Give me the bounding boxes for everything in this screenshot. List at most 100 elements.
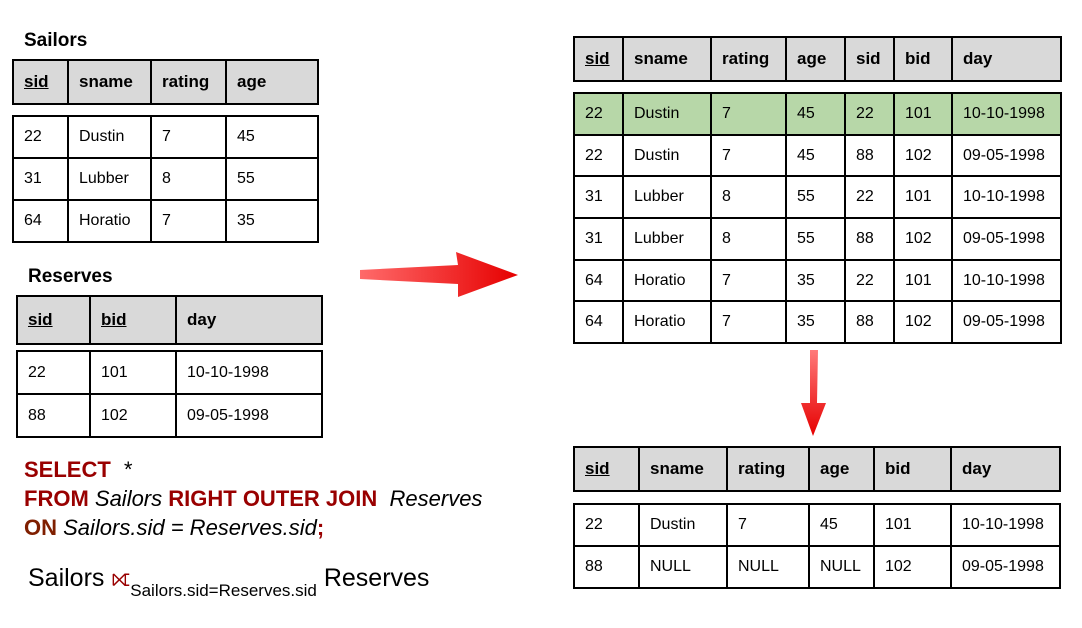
header-cell: bid <box>89 295 177 345</box>
sql-on-keyword: ON <box>24 515 57 540</box>
sql-line-on: ON Sailors.sid = Reserves.sid; <box>24 513 482 542</box>
sql-condition: Sailors.sid = Reserves.sid <box>63 515 317 540</box>
table-row: 22 Dustin 7 45 101 10-10-1998 <box>573 503 1061 547</box>
table-cell: NULL <box>726 545 810 589</box>
table-cell: 55 <box>785 175 846 219</box>
table-cell: 45 <box>785 134 846 177</box>
table-cell: 88 <box>844 300 895 344</box>
header-cell: sid <box>16 295 91 345</box>
table-cell: 55 <box>225 157 319 201</box>
table-row: 64 Horatio 7 35 88 102 09-05-1998 <box>573 300 1062 344</box>
header-cell: age <box>225 59 319 105</box>
result-table: 22 Dustin 7 45 101 10-10-1998 88 NULL NU… <box>573 503 1061 589</box>
sailors-title: Sailors <box>24 30 88 51</box>
table-cell: Dustin <box>67 115 152 159</box>
table-cell: 45 <box>808 503 875 547</box>
table-cell: 35 <box>785 300 846 344</box>
sql-from-keyword: FROM <box>24 486 89 511</box>
header-cell: day <box>175 295 323 345</box>
header-cell: sid <box>573 446 640 492</box>
header-cell: rating <box>710 36 787 82</box>
table-cell: 101 <box>89 350 177 395</box>
table-row: 22 Dustin 7 45 88 102 09-05-1998 <box>573 134 1062 177</box>
table-cell: 7 <box>710 259 787 302</box>
table-cell: NULL <box>638 545 728 589</box>
table-cell: Dustin <box>622 134 712 177</box>
table-cell: 55 <box>785 217 846 261</box>
table-cell: 102 <box>89 393 177 438</box>
header-cell: bid <box>873 446 952 492</box>
table-cell: 102 <box>893 134 953 177</box>
sailors-table: 22 Dustin 7 45 31 Lubber 8 55 64 Horatio… <box>12 115 319 243</box>
table-row-highlighted: 22 Dustin 7 45 22 101 10-10-1998 <box>573 92 1062 136</box>
table-cell: 102 <box>893 300 953 344</box>
table-cell: Lubber <box>67 157 152 201</box>
table-cell: 64 <box>573 259 624 302</box>
table-cell: 7 <box>710 134 787 177</box>
header-cell: sid <box>573 36 624 82</box>
table-row: 88 102 09-05-1998 <box>16 393 323 438</box>
expr-join-condition: Sailors.sid=Reserves.sid <box>130 581 317 600</box>
table-cell: 09-05-1998 <box>175 393 323 438</box>
table-row: 22 Dustin 7 45 <box>12 115 319 159</box>
cross-table: 22 Dustin 7 45 22 101 10-10-1998 22 Dust… <box>573 92 1062 344</box>
table-cell: 31 <box>573 217 624 261</box>
table-cell: 45 <box>785 92 846 136</box>
sailors-header: sid sname rating age <box>12 59 319 105</box>
table-row: 64 Horatio 7 35 22 101 10-10-1998 <box>573 259 1062 302</box>
table-cell: 22 <box>12 115 69 159</box>
sql-right-table: Reserves <box>389 486 483 511</box>
reserves-header: sid bid day <box>16 295 323 345</box>
table-cell: 101 <box>873 503 952 547</box>
table-cell: 22 <box>573 503 640 547</box>
table-cell: 88 <box>844 217 895 261</box>
table-cell: 45 <box>225 115 319 159</box>
table-cell: 7 <box>710 300 787 344</box>
table-cell: Horatio <box>622 259 712 302</box>
sql-star: * <box>123 457 132 482</box>
table-cell: Dustin <box>622 92 712 136</box>
table-cell: 64 <box>12 199 69 243</box>
table-cell: 102 <box>873 545 952 589</box>
table-cell: NULL <box>808 545 875 589</box>
arrow-right-icon <box>360 252 518 297</box>
table-cell: Dustin <box>638 503 728 547</box>
table-row: 64 Horatio 7 35 <box>12 199 319 243</box>
table-cell: 101 <box>893 259 953 302</box>
header-cell: age <box>808 446 875 492</box>
table-cell: 88 <box>16 393 91 438</box>
table-cell: 09-05-1998 <box>951 300 1062 344</box>
table-cell: 7 <box>150 115 227 159</box>
table-cell: 10-10-1998 <box>175 350 323 395</box>
header-cell: bid <box>893 36 953 82</box>
table-cell: 7 <box>726 503 810 547</box>
sql-line-from: FROM Sailors RIGHT OUTER JOIN Reserves <box>24 484 482 513</box>
header-cell: sid <box>12 59 69 105</box>
table-cell: 09-05-1998 <box>950 545 1061 589</box>
table-cell: 22 <box>16 350 91 395</box>
table-cell: 10-10-1998 <box>950 503 1061 547</box>
table-cell: 7 <box>710 92 787 136</box>
result-header: sid sname rating age bid day <box>573 446 1061 492</box>
table-row: 31 Lubber 8 55 88 102 09-05-1998 <box>573 217 1062 261</box>
header-cell: rating <box>150 59 227 105</box>
table-cell: Lubber <box>622 175 712 219</box>
table-cell: 8 <box>710 217 787 261</box>
table-row: 31 Lubber 8 55 <box>12 157 319 201</box>
table-cell: 31 <box>12 157 69 201</box>
header-cell: age <box>785 36 846 82</box>
sql-semicolon: ; <box>316 515 325 540</box>
sql-query: SELECT * FROM Sailors RIGHT OUTER JOIN R… <box>24 455 482 542</box>
table-cell: 102 <box>893 217 953 261</box>
table-cell: 101 <box>893 175 953 219</box>
table-cell: 88 <box>573 545 640 589</box>
table-row: 22 101 10-10-1998 <box>16 350 323 395</box>
table-cell: 22 <box>573 92 624 136</box>
expr-right-relation: Reserves <box>323 564 430 592</box>
table-cell: 22 <box>844 259 895 302</box>
expr-left-relation: Sailors <box>28 564 105 592</box>
arrow-down-icon <box>801 350 826 436</box>
cross-header: sid sname rating age sid bid day <box>573 36 1062 82</box>
reserves-title: Reserves <box>28 266 113 287</box>
